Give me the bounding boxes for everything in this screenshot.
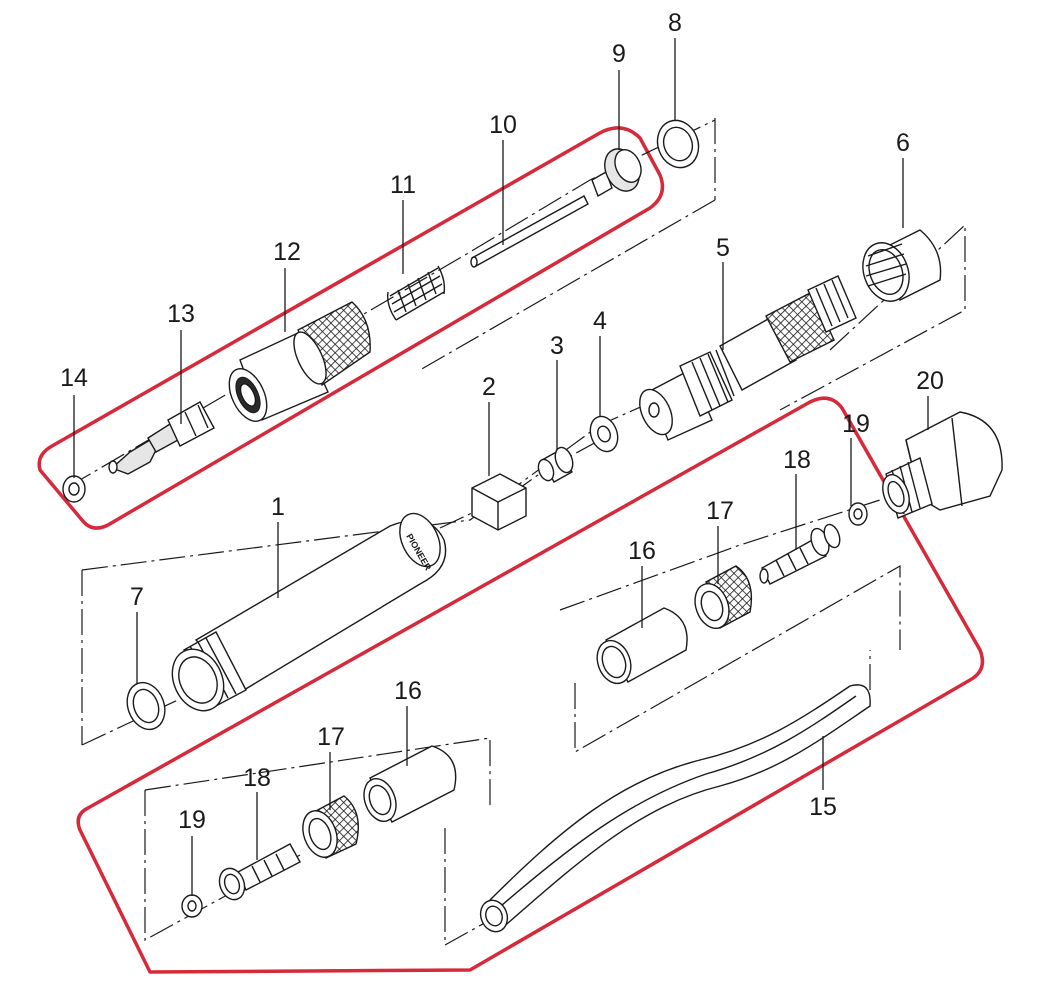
label-part-18-left: 18 — [243, 764, 271, 792]
part-5-handle-body — [639, 275, 857, 441]
label-part-8: 8 — [668, 9, 682, 37]
part-16-sleeve-left — [363, 745, 457, 823]
label-part-9: 9 — [612, 40, 626, 68]
part-18-barbed-fitting-left — [218, 843, 301, 901]
label-part-3: 3 — [550, 332, 564, 360]
part-8-o-ring — [656, 119, 700, 169]
part-10-needle — [470, 195, 589, 268]
part-11-spring — [386, 265, 446, 321]
part-17-knurled-nut-right — [694, 565, 753, 630]
label-part-20: 20 — [916, 367, 944, 395]
label-part-2: 2 — [482, 373, 496, 401]
label-part-10: 10 — [489, 111, 517, 139]
part-labels: 14 13 12 11 10 9 8 6 5 4 3 2 1 7 20 19 1… — [60, 9, 944, 834]
part-19-washer-left — [181, 894, 203, 918]
label-part-19-right: 19 — [842, 410, 870, 438]
part-2-hex-nut — [471, 473, 527, 531]
part-17-knurled-nut-left — [302, 795, 359, 859]
label-part-13: 13 — [167, 300, 195, 328]
label-part-7: 7 — [130, 583, 144, 611]
highlight-outline-nozzle-assembly — [37, 126, 665, 530]
part-15-hose — [479, 684, 871, 933]
label-part-14: 14 — [60, 364, 88, 392]
part-18-barbed-fitting-right — [759, 523, 841, 585]
label-part-16-right: 16 — [628, 537, 656, 565]
label-part-15: 15 — [809, 793, 837, 821]
label-part-18-right: 18 — [783, 446, 811, 474]
label-part-5: 5 — [716, 234, 730, 262]
label-part-19-left: 19 — [178, 806, 206, 834]
part-14-washer — [62, 475, 86, 503]
part-16-sleeve-right — [596, 607, 688, 685]
part-4-washer — [589, 415, 619, 453]
part-6-cap-nut — [862, 229, 942, 302]
part-3-fitting — [537, 446, 574, 483]
part-1-main-body: PIONEER — [171, 512, 447, 712]
part-9-valve-seat — [591, 148, 642, 198]
label-part-11: 11 — [390, 171, 416, 199]
part-12-knurled-cap — [228, 301, 371, 422]
part-7-o-ring — [126, 681, 166, 731]
label-part-16-left: 16 — [394, 677, 422, 705]
label-part-12: 12 — [273, 238, 301, 266]
part-13-tip — [108, 401, 215, 475]
leader-lines — [73, 38, 929, 896]
label-part-4: 4 — [593, 307, 607, 335]
highlight-outline-hose-assembly — [76, 396, 985, 974]
part-19-washer-right — [848, 502, 868, 526]
label-part-17-right: 17 — [706, 497, 734, 525]
part-20-large-hex-nut — [882, 411, 1003, 519]
label-part-1: 1 — [271, 493, 285, 521]
label-part-17-left: 17 — [317, 723, 345, 751]
label-part-6: 6 — [896, 129, 910, 157]
